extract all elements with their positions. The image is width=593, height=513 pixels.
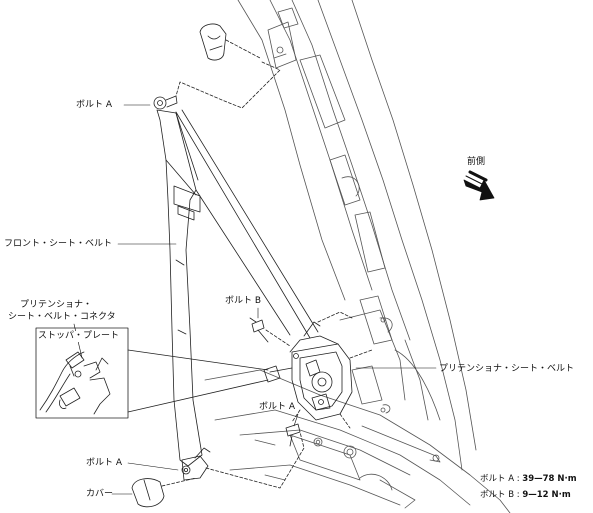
bolt-b-leader bbox=[265, 329, 291, 347]
front-direction-arrow-icon bbox=[463, 170, 495, 201]
inset-projection-lines bbox=[127, 349, 269, 413]
label-front: 前側 bbox=[467, 157, 486, 167]
label-front-seat-belt: フロント・シート・ベルト bbox=[4, 239, 113, 249]
upper-bolt-a bbox=[153, 95, 178, 110]
side-sill bbox=[204, 369, 511, 513]
torque-spec-bolt-b: ボルト B : 9—12 N·m bbox=[480, 489, 571, 502]
exploded-leader-upper bbox=[175, 39, 281, 109]
label-pretensioner-connector-2: シート・ベルト・コネクタ bbox=[8, 312, 116, 322]
pretensioner-retractor bbox=[263, 321, 353, 421]
seat-belt-webbing bbox=[156, 109, 203, 467]
upper-anchor-cover bbox=[199, 23, 227, 61]
label-bolt-a-bottom: ボルト A bbox=[86, 458, 123, 468]
torque-bolt-a-value: 39—78 N·m bbox=[522, 474, 577, 484]
lower-anchor bbox=[181, 447, 211, 481]
b-pillar-body bbox=[237, 0, 477, 471]
bolt-b bbox=[249, 317, 269, 343]
torque-bolt-b-name: ボルト B : bbox=[480, 490, 520, 500]
label-stopper-plate: ストッパ・プレート bbox=[38, 331, 120, 342]
label-bolt-b: ボルト B bbox=[225, 296, 262, 306]
torque-bolt-b-value: 9—12 N·m bbox=[522, 490, 571, 500]
label-bolt-a-middle: ボルト A bbox=[259, 402, 296, 412]
label-bolt-a-top: ボルト A bbox=[76, 100, 113, 110]
label-pretensioner-connector-1: プリテンショナ・ bbox=[20, 300, 93, 310]
connector-detail-inset bbox=[35, 327, 129, 419]
torque-spec-bolt-a: ボルト A : 39—78 N·m bbox=[480, 473, 577, 486]
shoulder-belt-run bbox=[175, 109, 319, 339]
exploded-leader-lower bbox=[161, 431, 305, 489]
label-pretensioner-seat-belt: プリテンショナ・シート・ベルト bbox=[439, 364, 575, 374]
exploded-leader-retractor bbox=[291, 311, 373, 429]
label-cover: カバー bbox=[86, 489, 114, 499]
torque-bolt-a-name: ボルト A : bbox=[480, 474, 520, 484]
lower-anchor-cover bbox=[131, 478, 165, 508]
